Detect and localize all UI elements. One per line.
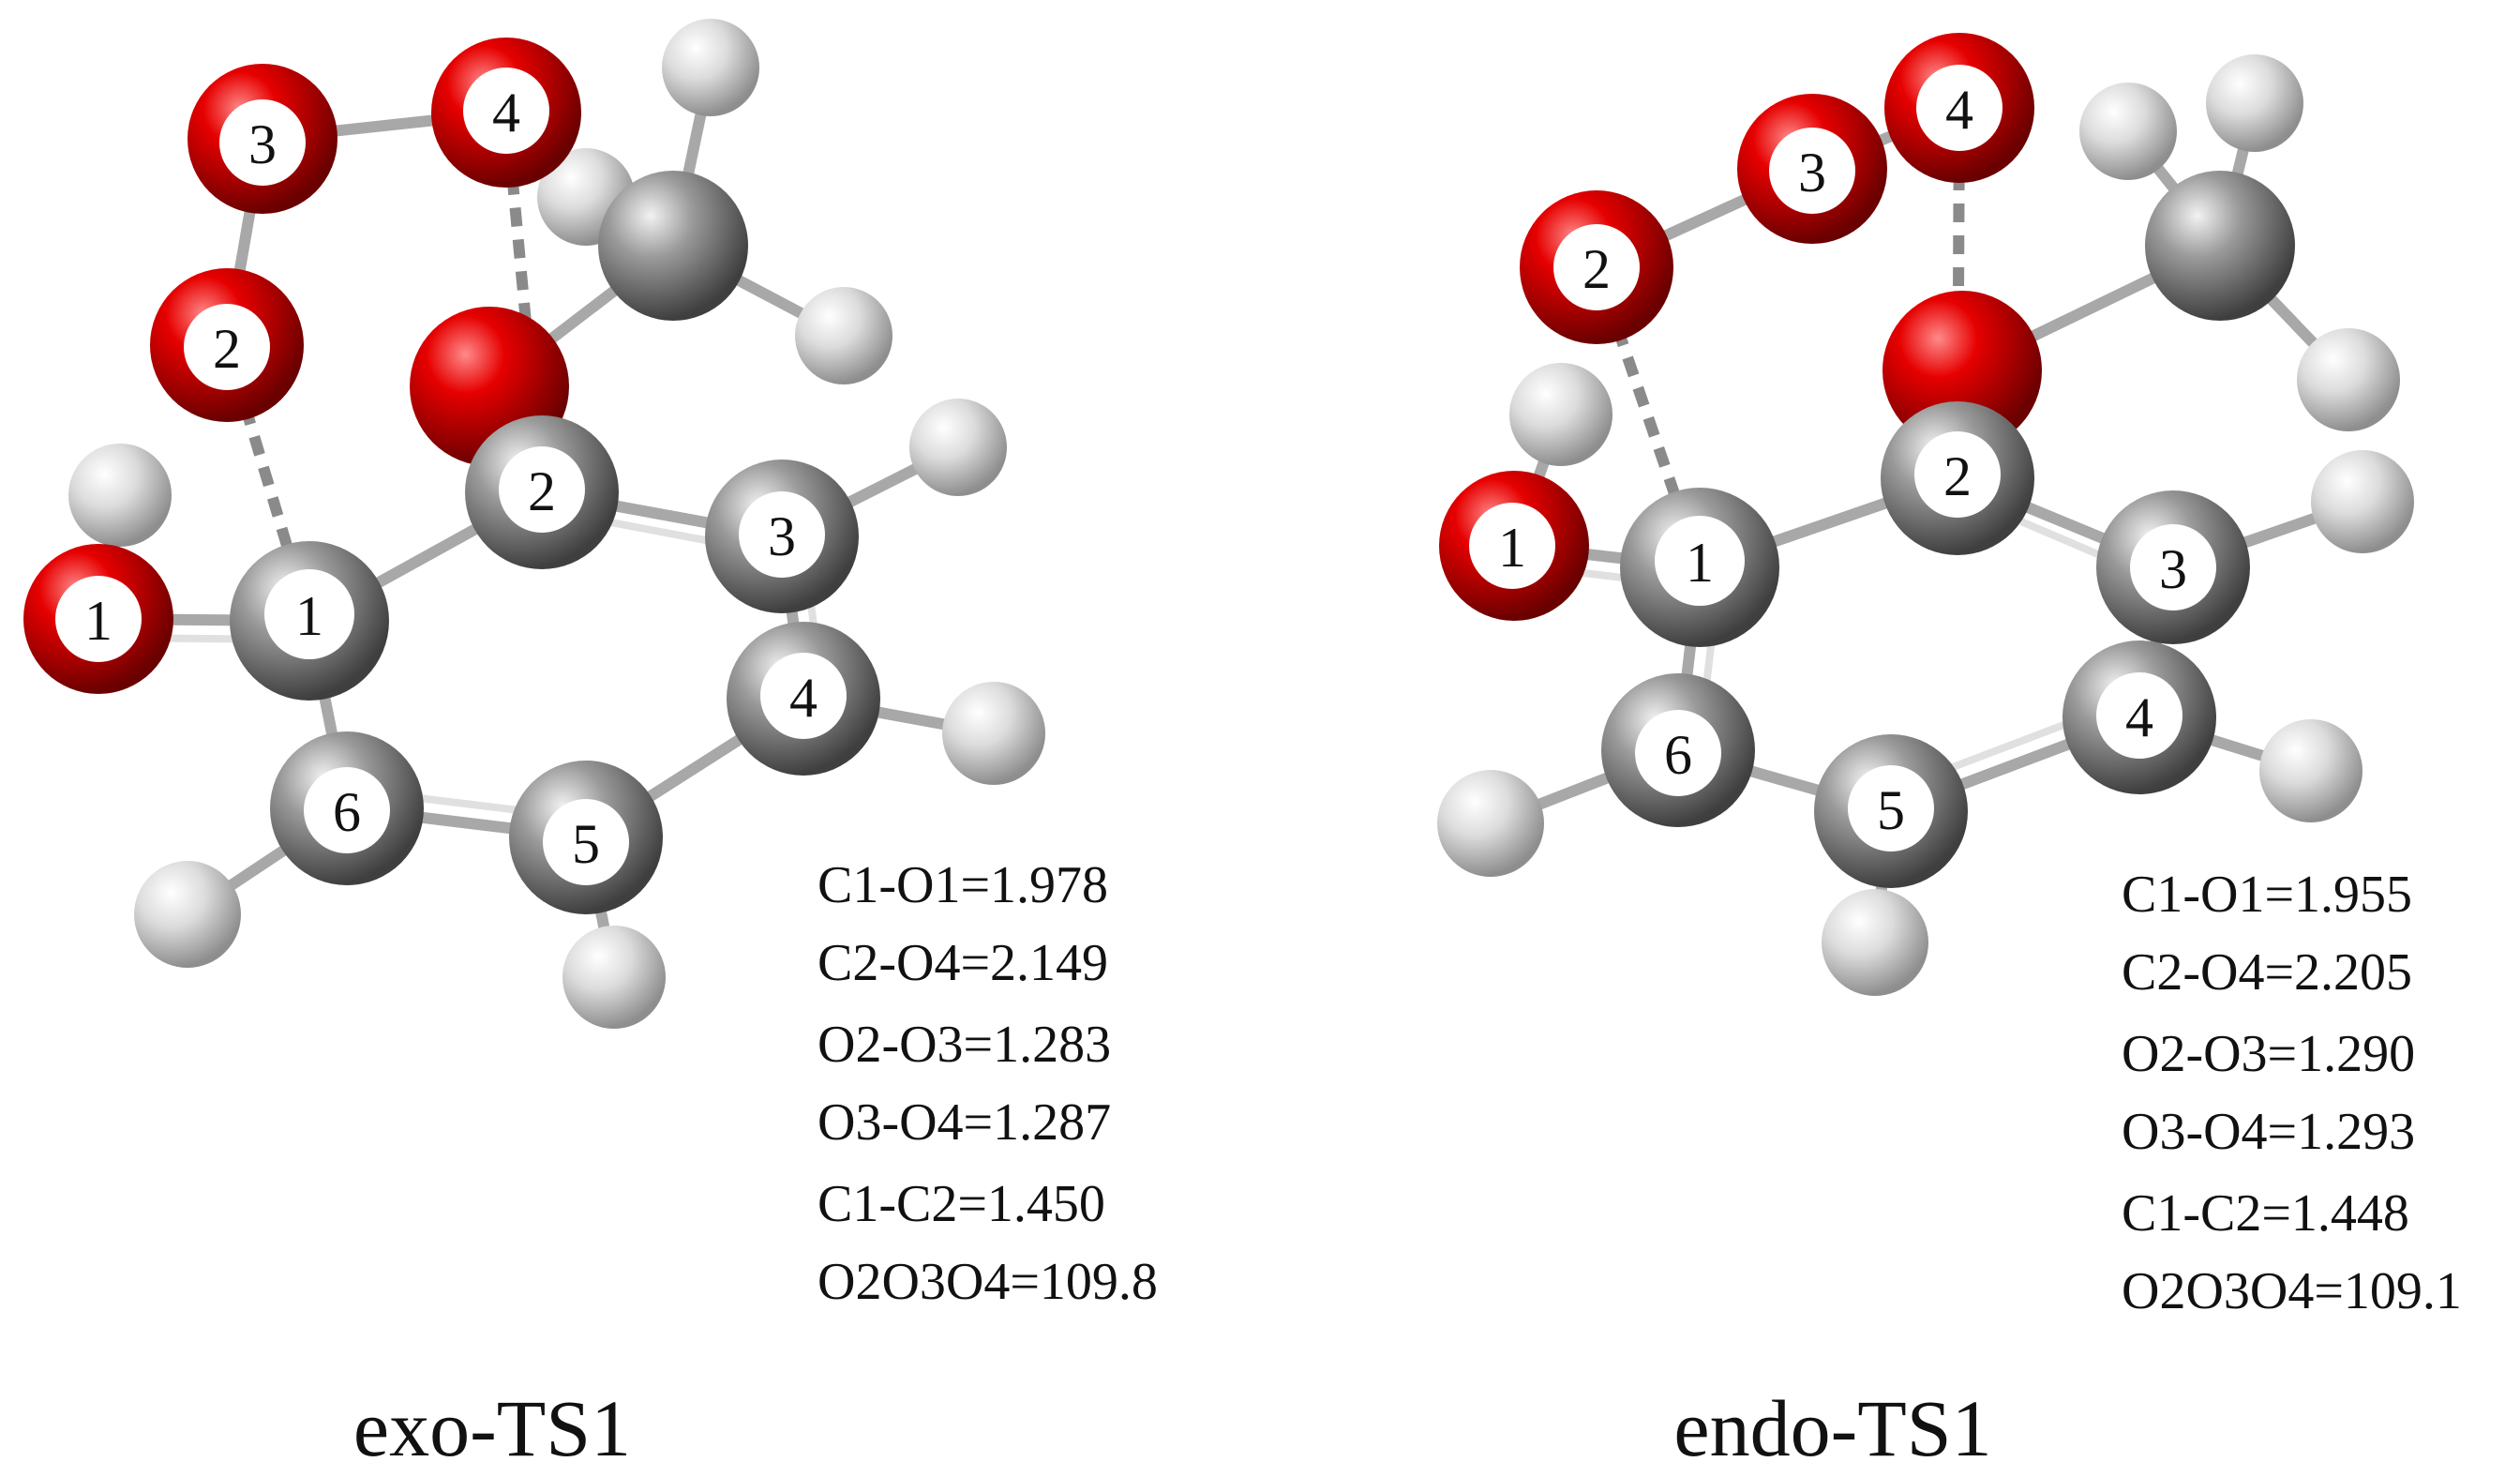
endo-atoms — [1437, 33, 2414, 996]
structure-caption: exo-TS1 — [353, 1383, 631, 1473]
atom-label-c3: 3 — [2159, 538, 2187, 600]
atom-label-o1: 1 — [84, 590, 112, 652]
parameter-line: O2-O3=1.283 — [818, 1016, 1111, 1074]
atom-label-o4: 4 — [1945, 79, 1973, 141]
atom-label-o2: 2 — [1582, 238, 1611, 300]
endo-label-discs — [1469, 65, 2216, 852]
hydrogen-atom — [942, 682, 1045, 785]
label-disc — [2096, 672, 2182, 759]
atom-label-c1: 1 — [295, 585, 323, 647]
methyl-carbon-atom — [598, 171, 748, 321]
parameter-line: C1-C2=1.448 — [2122, 1184, 2409, 1243]
parameter-line: O2O3O4=109.8 — [818, 1253, 1158, 1311]
label-disc — [1655, 516, 1745, 606]
parameter-line: C1-C2=1.450 — [818, 1175, 1105, 1233]
parameter-line: O2-O3=1.290 — [2122, 1025, 2415, 1083]
label-disc — [760, 653, 847, 739]
exo-parameters: C1-O1=1.978 C2-O4=2.149 O2-O3=1.283 O3-O… — [818, 856, 1158, 1311]
parameter-line: C1-O1=1.955 — [2122, 866, 2412, 924]
hydrogen-atom — [662, 19, 759, 116]
atom-label-c6: 6 — [1664, 724, 1692, 786]
atom-label-c4: 4 — [2125, 686, 2153, 748]
hydrogen-atom — [2259, 719, 2362, 822]
atom-label-c4: 4 — [789, 667, 818, 729]
hydrogen-atom — [2079, 83, 2177, 180]
hydrogen-atom — [2311, 450, 2414, 553]
atom-label-c2: 2 — [1943, 445, 1972, 507]
atom-label-c5: 5 — [572, 813, 600, 875]
endo-ts1-panel: 2 3 4 1 1 2 3 4 5 6 C1-O1=1.955 C2-O4=2.… — [1437, 33, 2462, 1473]
label-disc — [463, 68, 549, 154]
hydrogen-atom — [1822, 889, 1928, 996]
parameter-line: O2O3O4=109.1 — [2122, 1262, 2462, 1320]
hydrogen-atom — [2297, 328, 2400, 431]
structure-caption: endo-TS1 — [1673, 1383, 1991, 1473]
parameter-line: C1-O1=1.978 — [818, 856, 1108, 914]
label-disc — [1469, 503, 1555, 589]
atom-label-c5: 5 — [1877, 779, 1905, 841]
exo-label-discs — [55, 68, 847, 885]
parameter-line: C2-O4=2.205 — [2122, 943, 2412, 1002]
atom-label-c3: 3 — [768, 505, 796, 567]
endo-parameters: C1-O1=1.955 C2-O4=2.205 O2-O3=1.290 O3-O… — [2122, 866, 2462, 1320]
atom-label-o2: 2 — [213, 318, 241, 380]
hydrogen-atom — [1509, 363, 1612, 466]
label-disc — [184, 304, 270, 390]
atom-label-o1: 1 — [1498, 517, 1526, 579]
label-disc — [264, 569, 354, 659]
parameter-line: O3-O4=1.287 — [818, 1093, 1111, 1152]
endo-atom-labels: 2 3 4 1 1 2 3 4 5 6 — [1498, 79, 2187, 841]
atom-label-c2: 2 — [528, 460, 556, 522]
label-disc — [499, 446, 585, 533]
hydrogen-atom — [2206, 54, 2303, 152]
parameter-line: O3-O4=1.293 — [2122, 1103, 2415, 1161]
label-disc — [304, 767, 390, 853]
exo-ts1-panel: 3 4 2 1 1 2 3 4 5 6 C1-O1=1.978 C2-O4=2.… — [23, 19, 1158, 1473]
label-disc — [739, 491, 825, 578]
label-disc — [2130, 524, 2216, 610]
label-disc — [1914, 431, 2001, 518]
label-disc — [1635, 710, 1721, 796]
label-disc — [1553, 224, 1640, 310]
parameter-line: C2-O4=2.149 — [818, 934, 1108, 992]
hydrogen-atom — [562, 926, 666, 1029]
label-disc — [1769, 128, 1855, 214]
label-disc — [219, 99, 306, 186]
atom-label-o4: 4 — [492, 82, 520, 143]
label-disc — [1848, 765, 1934, 852]
atom-label-o3: 3 — [248, 113, 277, 175]
hydrogen-atom — [909, 399, 1007, 496]
atom-label-c1: 1 — [1686, 532, 1714, 594]
hydrogen-atom — [1437, 770, 1544, 877]
atom-label-o3: 3 — [1798, 142, 1826, 203]
hydrogen-atom — [68, 444, 172, 547]
methyl-carbon-atom — [2145, 171, 2295, 321]
hydrogen-atom — [134, 861, 241, 968]
hydrogen-atom — [795, 287, 892, 384]
atom-label-c6: 6 — [333, 781, 361, 843]
label-disc — [543, 799, 629, 885]
label-disc — [55, 576, 142, 662]
exo-atom-labels: 3 4 2 1 1 2 3 4 5 6 — [84, 82, 818, 875]
label-disc — [1916, 65, 2002, 151]
